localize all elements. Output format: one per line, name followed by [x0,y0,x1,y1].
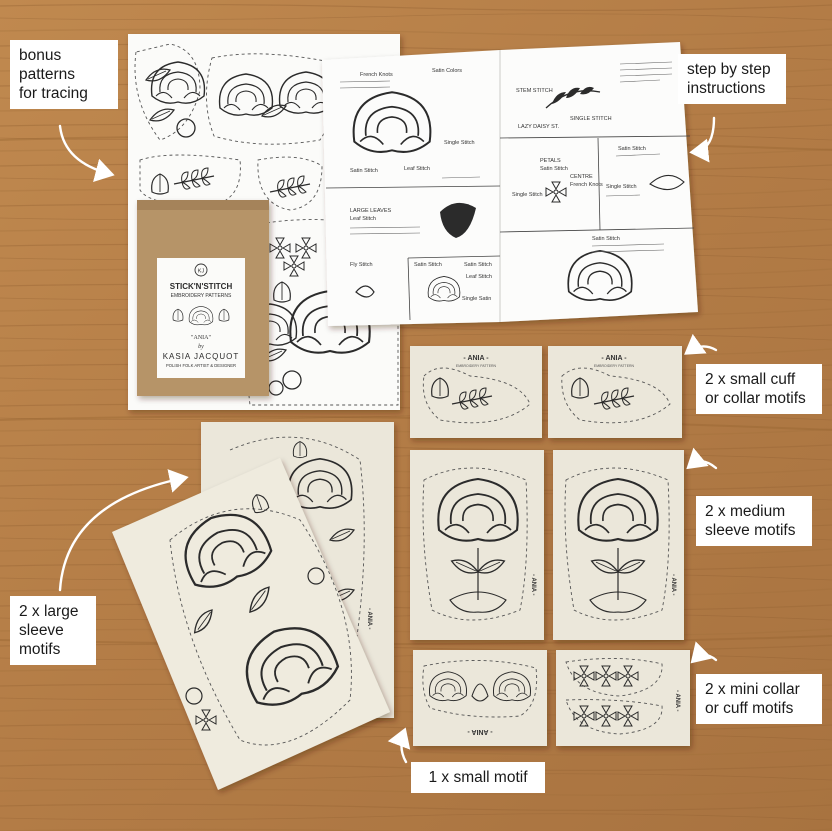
arrow-medium [686,447,718,470]
large-sleeve-sheet-back-drawing: - ANIA - [229,436,372,689]
label-small-line-1: 1 x small motif [428,769,528,786]
bk-single-satin: Single Satin [462,296,491,302]
bk-satin-stitch-r: Satin Stitch [540,166,568,172]
bk-single-stitch: Single Stitch [444,140,475,146]
label-mini-line-2: or cuff motifs [705,700,794,717]
label-medium-line-1: 2 x medium [705,503,786,520]
arrow-bonus [58,124,115,182]
bk-single-stitch-r3: Single Stitch [606,184,637,190]
bk-satin-colors: Satin Colors [432,68,462,74]
label-large-line-3: motifs [19,641,61,658]
bk-leaf-stitch-2: Leaf Stitch [350,216,376,222]
cuff-sheets-drawing: - ANIA - EMBROIDERY PATTERN - ANIA - EMB… [422,355,671,424]
bk-satin-stitch-2: Satin Stitch [414,262,442,268]
label-small-motif: 1 x small motif [411,762,545,793]
large-sleeve-sheet-front [112,458,390,790]
cuff-tag-1: - ANIA - [463,355,489,362]
large-sleeve-sheet-front-drawing [169,491,352,746]
label-steps-line-2: instructions [687,80,766,97]
bonus-pattern-drawings [134,43,399,406]
label-bonus-line-3: for tracing [19,85,88,102]
pkg-designer: KASIA JACQUOT [163,352,240,361]
label-bonus-line-1: bonus [19,47,62,64]
arrow-large [58,469,189,592]
label-bonus-line-2: patterns [19,66,76,83]
pkg-tagline: POLISH FOLK ARTIST & DESIGNER [166,363,236,368]
label-medium-line-2: sleeve motifs [705,522,796,539]
medium-sheets-drawing: - ANIA - - ANIA - [422,467,676,621]
label-cuff-line-2: or collar motifs [705,390,806,407]
bk-satin-stitch-r3: Satin Stitch [592,236,620,242]
bk-single-stitch-r: SINGLE STITCH [570,116,612,122]
bk-stem-stitch: STEM STITCH [516,88,553,94]
instruction-booklet [322,42,698,326]
pkg-by: by [198,344,204,350]
label-large-line-1: 2 x large [19,603,79,620]
pkg-logo: KJ [198,269,205,275]
callout-arrows [58,116,718,764]
cuff-tag-2: - ANIA - [601,355,627,362]
bk-satin-stitch-r2: Satin Stitch [618,146,646,152]
bk-leaf-stitch-3: Leaf Stitch [466,274,492,280]
large-back-tag: - ANIA - [366,608,372,630]
cuff-sub-2: EMBROIDERY PATTERN [594,364,635,368]
medium-tag-2: - ANIA - [670,574,676,596]
small-mini-sheets [413,650,690,746]
arrow-steps [689,116,716,163]
bk-single-stitch-r2: Single Stitch [512,192,543,198]
kraft-envelope [137,200,269,396]
label-mini-line-1: 2 x mini collar [705,681,800,698]
bk-french-knots-r: French Knots [570,182,603,188]
bk-fly-stitch: Fly Stitch [350,262,373,268]
mini-tag: - ANIA - [674,690,680,712]
bk-centre: CENTRE [570,174,593,180]
cuff-sub-1: EMBROIDERY PATTERN [456,364,497,368]
label-cuff-line-1: 2 x small cuff [705,371,796,388]
booklet-content: French Knots Satin Colors Single Stitch … [325,50,695,322]
arrow-mini [690,641,718,664]
small-mini-drawing: - ANIA - - ANIA - [422,658,680,735]
bk-large-leaves: LARGE LEAVES [350,208,391,214]
medium-tag-1: - ANIA - [530,574,536,596]
label-large-motifs: 2 x large sleeve motifs [10,596,96,665]
label-large-line-2: sleeve [19,622,64,639]
label-step-instructions: step by step instructions [678,54,786,104]
arrow-small [387,727,411,764]
bk-satin-stitch: Satin Stitch [350,168,378,174]
label-medium-motifs: 2 x medium sleeve motifs [696,496,812,546]
bk-petals: PETALS [540,158,561,164]
arrow-cuff [684,333,718,355]
bk-leaf-stitch: Leaf Stitch [404,166,430,172]
label-mini-motifs: 2 x mini collar or cuff motifs [696,674,822,724]
medium-sheets [410,450,684,640]
pkg-brand-2: EMBROIDERY PATTERNS [171,293,232,299]
bk-satin-stitch-3: Satin Stitch [464,262,492,268]
package-label: KJ STICK'N'STITCH EMBROIDERY PATTERNS "A… [163,263,240,368]
label-bonus-patterns: bonus patterns for tracing [10,40,118,109]
small-tag: - ANIA - [467,728,493,735]
label-steps-line-1: step by step [687,61,771,78]
pkg-title: "ANIA" [191,335,211,341]
bk-french-knots: French Knots [360,72,393,78]
label-cuff-motifs: 2 x small cuff or collar motifs [696,364,822,414]
pkg-brand-1: STICK'N'STITCH [170,282,233,291]
bk-lazy-daisy: LAZY DAISY ST. [518,124,560,130]
